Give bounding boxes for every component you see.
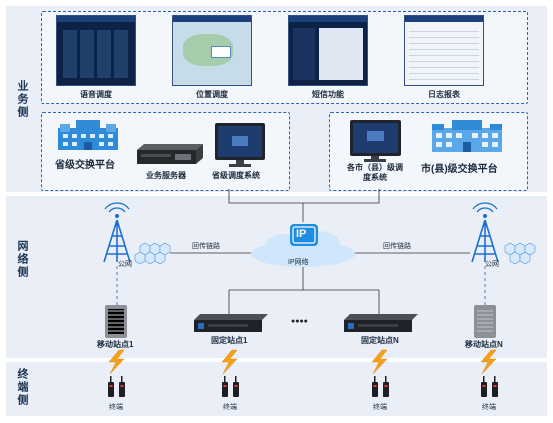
lightning-icon-4 bbox=[480, 349, 497, 375]
business-server-label: 业务服务器 bbox=[146, 171, 186, 180]
provincial-dispatch-monitor-icon bbox=[215, 123, 265, 167]
network-band bbox=[6, 196, 547, 358]
app-caption-sms: 短信功能 bbox=[312, 90, 344, 99]
city-dispatch-label: 各市（县）级调度系统 bbox=[347, 163, 403, 182]
terminal-label-3: 终端 bbox=[373, 404, 387, 411]
backhaul-right-label: 回传链路 bbox=[383, 243, 411, 250]
terminal-label-4: 终端 bbox=[482, 404, 496, 411]
voice-dispatch-screenshot bbox=[56, 15, 136, 86]
app-caption-voice: 语音调度 bbox=[80, 90, 112, 99]
public-right-label: 公网 bbox=[485, 261, 499, 268]
left-tower-icon bbox=[103, 202, 131, 263]
city-dispatch-monitor-icon bbox=[350, 120, 401, 162]
stations-ellipsis: ●●●● bbox=[291, 318, 308, 325]
lightning-icon-2 bbox=[221, 349, 238, 375]
provincial-to-ip-line bbox=[228, 189, 304, 222]
fixed-station-n-icon bbox=[344, 314, 418, 332]
lightning-icon-1 bbox=[108, 349, 125, 375]
provincial-exchange-label: 省级交换平台 bbox=[55, 160, 115, 171]
right-tower-icon bbox=[471, 202, 499, 263]
business-layer-label: 业务侧 bbox=[16, 80, 28, 119]
terminal-layer-label: 终端侧 bbox=[16, 368, 28, 407]
right-public-hex-cluster bbox=[504, 242, 536, 265]
radio-terminals-icon bbox=[108, 376, 498, 397]
terminal-band bbox=[6, 362, 547, 416]
backhaul-left-label: 回传链路 bbox=[192, 243, 220, 250]
terminal-label-1: 终端 bbox=[109, 404, 123, 411]
city-exchange-building-icon bbox=[432, 120, 502, 152]
provincial-dispatch-label: 省级调度系统 bbox=[212, 171, 260, 180]
fixed-station-1-label: 固定站点1 bbox=[211, 336, 248, 345]
app-caption-logs: 日志报表 bbox=[428, 90, 460, 99]
lightning-icon-3 bbox=[371, 349, 388, 375]
location-dispatch-screenshot bbox=[172, 15, 252, 86]
log-report-screenshot bbox=[404, 15, 484, 86]
city-to-ip-line bbox=[303, 189, 380, 204]
mobile-station-1-label: 移动站点1 bbox=[97, 340, 134, 349]
business-server-icon bbox=[137, 144, 203, 164]
network-layer-label: 网络侧 bbox=[16, 240, 28, 279]
public-left-label: 公网 bbox=[118, 261, 132, 268]
fixed-station-n-label: 固定站点N bbox=[361, 336, 399, 345]
left-public-hex-cluster bbox=[134, 242, 171, 265]
app-caption-location: 位置调度 bbox=[196, 90, 228, 99]
provincial-exchange-building-icon bbox=[58, 120, 118, 150]
sms-screenshot bbox=[288, 15, 368, 86]
terminal-label-2: 终端 bbox=[223, 404, 237, 411]
ip-badge-text: IP bbox=[296, 228, 307, 240]
fixed-station-1-icon bbox=[194, 314, 268, 332]
ip-network-label: IP网络 bbox=[288, 259, 309, 266]
mobile-station-n-label: 移动站点N bbox=[465, 340, 503, 349]
city-exchange-label: 市(县)级交换平台 bbox=[421, 164, 498, 175]
mobile-station-n-icon bbox=[474, 305, 496, 338]
mobile-station-1-icon bbox=[105, 305, 127, 338]
ip-badge-icon bbox=[290, 224, 318, 246]
